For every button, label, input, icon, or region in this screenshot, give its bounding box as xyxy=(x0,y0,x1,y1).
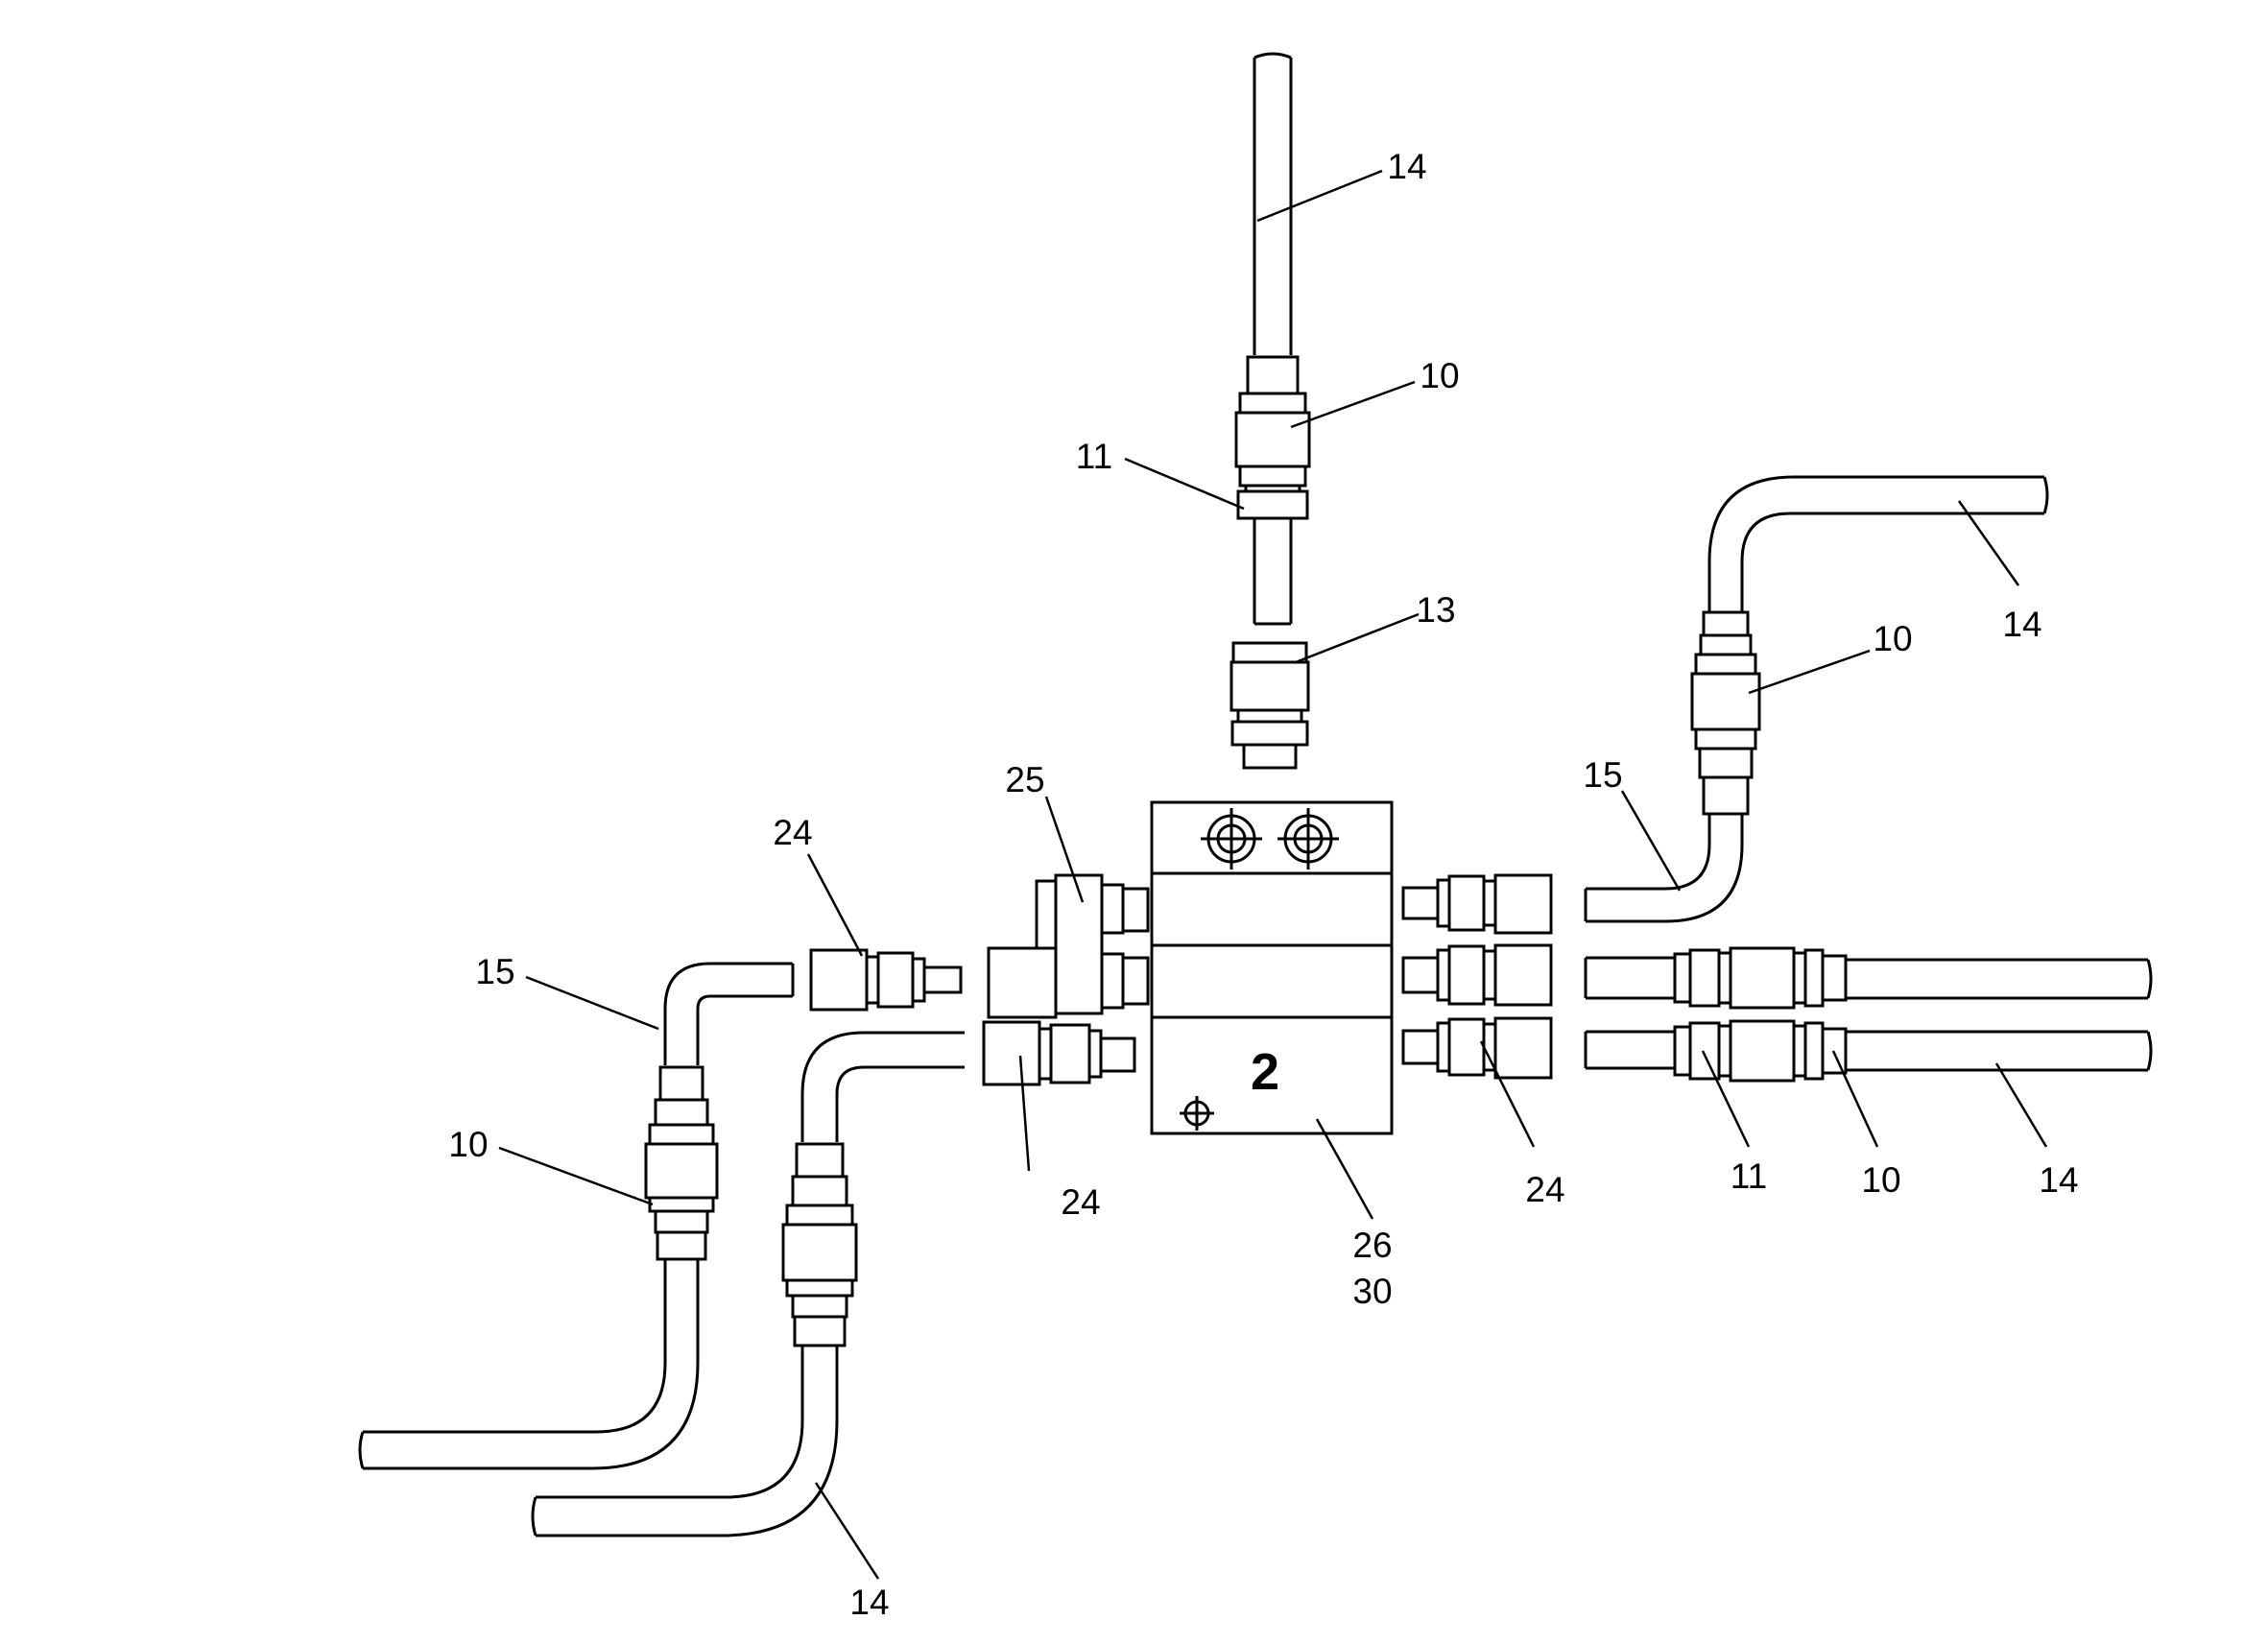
label-sleeve-right: 11 xyxy=(1731,1156,1767,1196)
label-tube-top: 14 xyxy=(1387,147,1426,186)
callout-labels: 14 10 11 13 14 10 15 25 24 15 10 24 14 2… xyxy=(448,147,2078,1622)
label-tube-bottom-left: 14 xyxy=(849,1583,889,1622)
right-lower-line xyxy=(1584,1019,2153,1083)
manifold-block: 2 xyxy=(1150,800,1394,1135)
label-clamp: 25 xyxy=(1005,760,1044,799)
label-union-right: 24 xyxy=(1525,1170,1564,1209)
leader-lines xyxy=(498,169,2048,1580)
label-union-left-upper: 24 xyxy=(773,813,812,852)
label-nut-upper-right: 10 xyxy=(1873,619,1912,658)
block-number: 2 xyxy=(1251,1043,1279,1101)
label-nut-left: 10 xyxy=(448,1125,488,1164)
label-tube-upper-right: 14 xyxy=(2002,605,2041,644)
upper-right-line xyxy=(1584,475,2049,923)
label-elbow-left: 15 xyxy=(475,952,514,991)
right-middle-line xyxy=(1584,946,2153,1010)
left-lower-line xyxy=(531,1031,965,1537)
right-block-unions xyxy=(1401,873,1553,1080)
left-upper-line xyxy=(358,948,963,1470)
clamp-and-left-fittings xyxy=(982,873,1150,1086)
top-adapter-fitting xyxy=(1229,641,1310,770)
label-union-left-lower: 24 xyxy=(1061,1182,1100,1222)
label-nut-right: 10 xyxy=(1861,1160,1900,1200)
label-tube-right: 14 xyxy=(2039,1160,2078,1200)
label-elbow-upper-right: 15 xyxy=(1583,755,1622,795)
label-block-part-a: 26 xyxy=(1352,1226,1392,1265)
top-tube-assembly xyxy=(1234,52,1311,626)
label-adapter-top: 13 xyxy=(1416,590,1455,630)
label-nut-top: 10 xyxy=(1420,356,1459,395)
label-sleeve-top: 11 xyxy=(1076,437,1112,476)
label-block-part-b: 30 xyxy=(1352,1272,1392,1311)
